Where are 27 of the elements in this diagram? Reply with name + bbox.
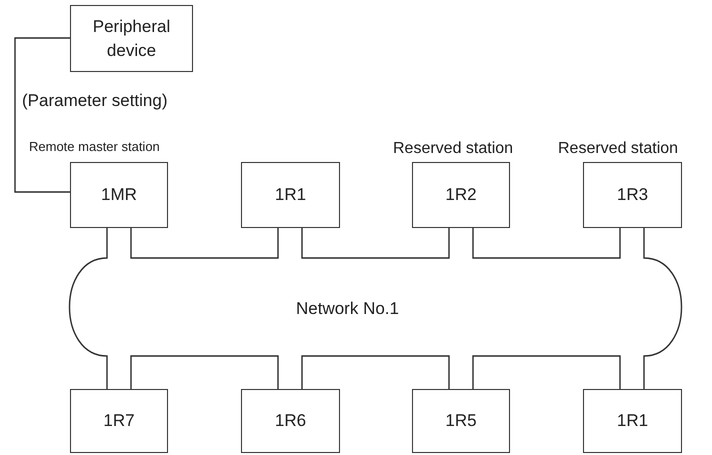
network-cable (643, 228, 682, 389)
station-id: 1R6 (274, 410, 306, 432)
network-cable (130, 228, 279, 259)
network-cable (68, 228, 108, 389)
station-caption: Reserved station (558, 139, 678, 159)
station-box (583, 389, 682, 453)
network-cable (130, 355, 279, 389)
network-cable (472, 355, 621, 389)
station-box (412, 389, 510, 453)
network-cable (301, 355, 450, 389)
station-caption: Remote master station (29, 138, 160, 156)
device-name: Peripheral device (92, 16, 172, 62)
station-id: 1R3 (616, 184, 648, 206)
station-caption: Reserved station (393, 139, 514, 159)
station-box (241, 389, 340, 453)
network-cable (301, 228, 450, 259)
station-id: 1R1 (274, 184, 306, 206)
station-id: 1R2 (445, 184, 477, 206)
network-cable (472, 228, 621, 259)
station-id: 1R7 (103, 410, 135, 432)
device-box (70, 5, 193, 72)
station-id: 1MR (101, 184, 137, 206)
station-box (70, 389, 168, 453)
station-id: 1R5 (445, 410, 477, 432)
station-id: 1R1 (616, 410, 648, 432)
network-cable (14, 37, 70, 193)
station-box (241, 162, 340, 228)
